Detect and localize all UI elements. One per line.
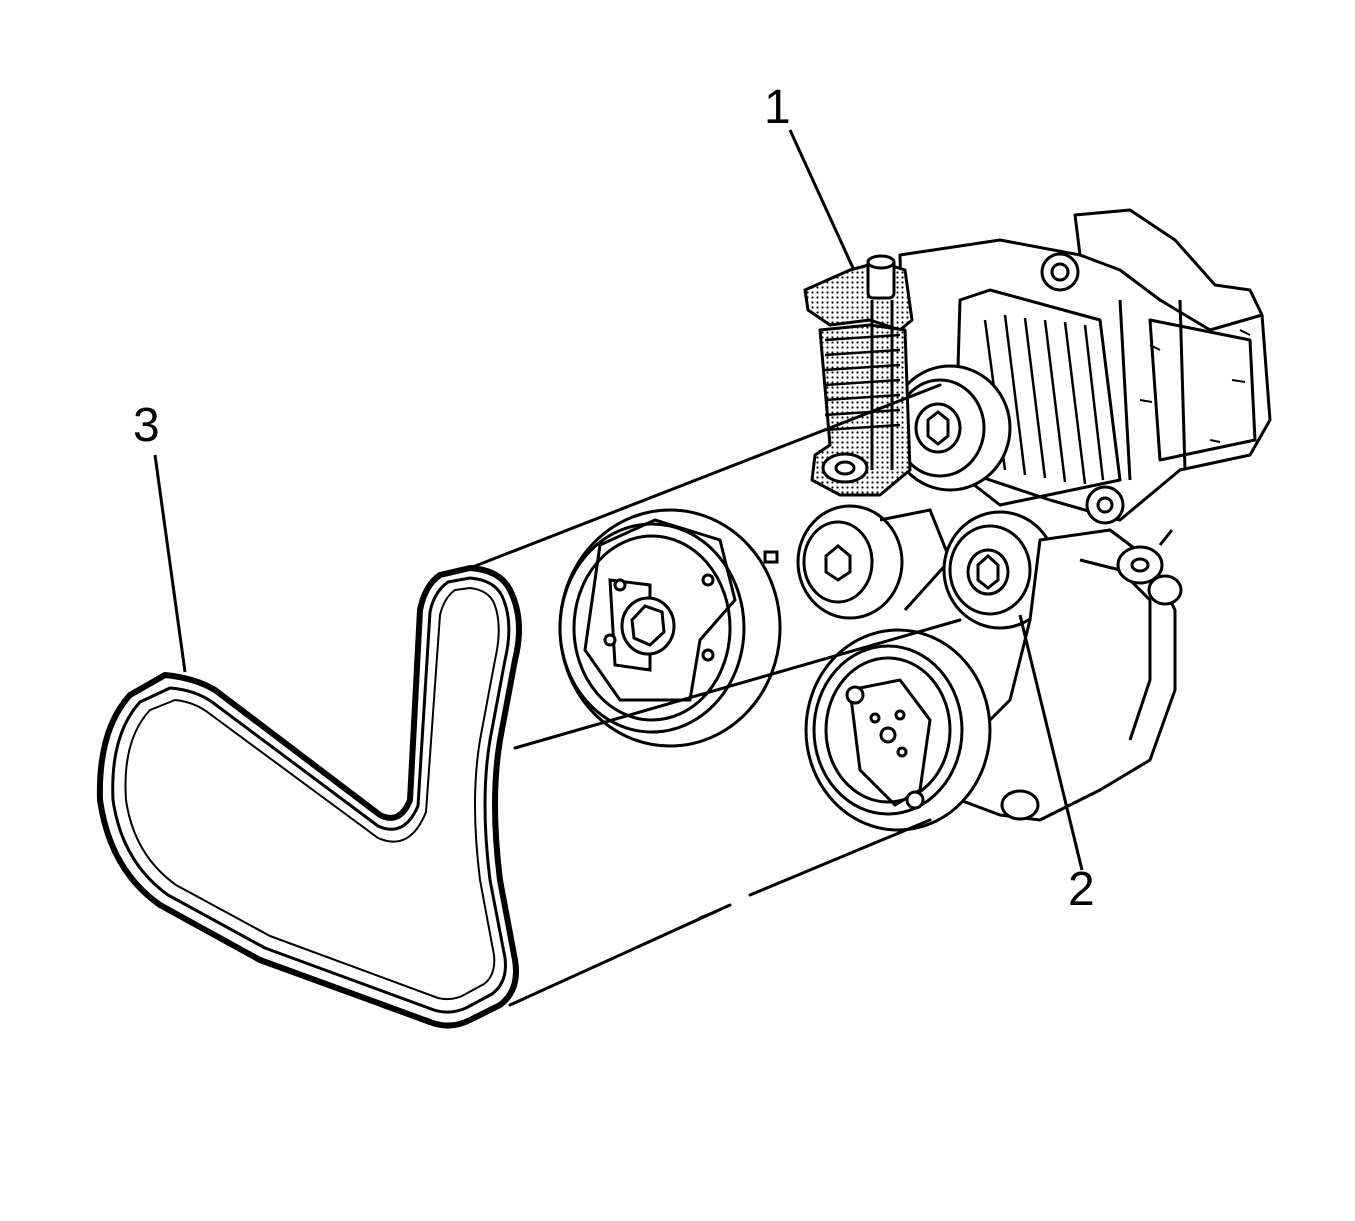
leader-line-1	[788, 129, 855, 269]
drive-belt	[96, 383, 962, 1029]
belt-tensioner	[803, 254, 914, 497]
leader-line-2	[1018, 614, 1084, 871]
callout-3-label: 3	[133, 399, 160, 452]
ac-compressor	[804, 528, 1183, 832]
idler-pulley	[796, 504, 952, 620]
idler-pulley-2	[942, 510, 1058, 630]
crankshaft-pulley	[558, 508, 782, 748]
generator-pulley	[888, 364, 1012, 492]
callout-1-label: 1	[764, 81, 791, 134]
callout-2-label: 2	[1068, 863, 1095, 916]
leader-line-3	[153, 454, 187, 673]
leader-lines	[153, 129, 1084, 871]
